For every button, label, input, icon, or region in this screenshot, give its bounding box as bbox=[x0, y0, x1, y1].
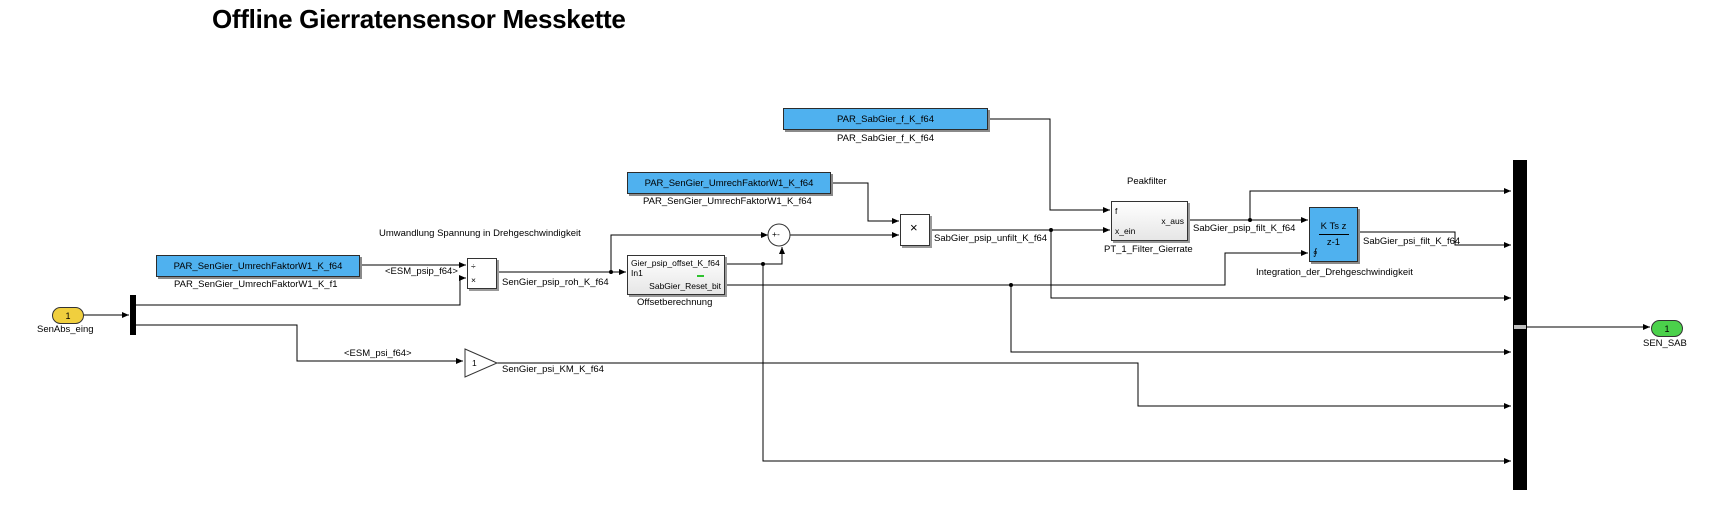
line-c3-filter bbox=[988, 118, 1110, 213]
offset-subsystem-label: Offsetberechnung bbox=[637, 297, 713, 308]
gain-block-shape bbox=[464, 348, 499, 378]
line-offset-sum bbox=[724, 247, 785, 265]
filter-port-f: f bbox=[1115, 206, 1118, 216]
integrator-block[interactable]: K Ts z z-1 ∮ bbox=[1309, 207, 1358, 262]
divide-sign-bottom: × bbox=[471, 275, 476, 285]
constant-label-c2: PAR_SenGier_UmrechFaktorW1_K_f64 bbox=[643, 196, 812, 207]
sum-signs: +- bbox=[772, 229, 780, 239]
filter-subsystem-label: PT_1_Filter_Gierrate bbox=[1104, 244, 1193, 255]
inport-block[interactable]: 1 bbox=[52, 307, 84, 324]
outport-number: 1 bbox=[1664, 323, 1670, 334]
line-reset-integrator bbox=[724, 250, 1308, 286]
offset-subsystem[interactable]: Gier_psip_offset_K_f64 In1 SabGier_Reset… bbox=[627, 255, 725, 295]
offset-port-in1: In1 bbox=[631, 268, 643, 278]
outport-block[interactable]: 1 bbox=[1651, 320, 1683, 337]
constant-label-c1: PAR_SenGier_UmrechFaktorW1_K_f1 bbox=[174, 279, 338, 290]
peakfilter-annotation: Peakfilter bbox=[1127, 176, 1167, 187]
conversion-annotation: Umwandlung Spannung in Drehgeschwindigke… bbox=[379, 228, 581, 239]
bus-select-psip: <ESM_psip_f64> bbox=[385, 266, 458, 277]
integrator-numerator: K Ts z bbox=[1320, 221, 1347, 232]
bus-select-psi: <ESM_psi_f64> bbox=[344, 348, 412, 359]
divide-sign-top: ÷ bbox=[471, 261, 476, 271]
integrator-label: Integration_der_Drehgeschwindigkeit bbox=[1256, 267, 1413, 278]
line-demux-divide bbox=[136, 275, 466, 306]
mux-indicator bbox=[1514, 325, 1526, 329]
diagram-title: Offline Gierratensensor Messkette bbox=[212, 4, 626, 34]
signal-label-filt: SabGier_psip_filt_K_f64 bbox=[1193, 223, 1296, 234]
line-offset-bus bbox=[762, 264, 1511, 464]
integrator-denominator: z-1 bbox=[1326, 237, 1341, 248]
line-integrator-bus bbox=[1357, 231, 1511, 248]
line-c2-product bbox=[832, 182, 899, 224]
filter-subsystem[interactable]: f x_ein x_aus bbox=[1111, 201, 1188, 241]
line-reset-bus bbox=[1010, 285, 1511, 355]
line-filt-bus bbox=[1249, 188, 1511, 220]
constant-block-c2[interactable]: PAR_SenGier_UmrechFaktorW1_K_f64 bbox=[627, 172, 831, 194]
filter-port-xein: x_ein bbox=[1115, 226, 1136, 236]
constant-block-c1[interactable]: PAR_SenGier_UmrechFaktorW1_K_f64 bbox=[156, 255, 360, 277]
demux-block[interactable] bbox=[130, 295, 136, 335]
line-roh-sum bbox=[610, 232, 768, 272]
signal-label-roh: SenGier_psip_roh_K_f64 bbox=[502, 277, 609, 288]
constant-label-c3: PAR_SabGier_f_K_f64 bbox=[837, 133, 934, 144]
inport-number: 1 bbox=[65, 310, 71, 321]
signal-label-psi-filt: SabGier_psi_filt_K_f64 bbox=[1363, 236, 1461, 247]
product-block[interactable]: × bbox=[900, 214, 930, 246]
divide-block[interactable]: ÷ × bbox=[467, 258, 497, 289]
sum-block-shape bbox=[767, 223, 791, 247]
offset-port-out2: SabGier_Reset_bit bbox=[649, 281, 721, 291]
constant-block-c3[interactable]: PAR_SabGier_f_K_f64 bbox=[783, 108, 988, 130]
branch-points bbox=[609, 218, 1252, 287]
integrator-reset-icon: ∮ bbox=[1313, 247, 1318, 257]
signal-label-psi-km: SenGier_psi_KM_K_f64 bbox=[502, 364, 604, 375]
inport-label: SenAbs_eing bbox=[37, 324, 94, 335]
gain-value: 1 bbox=[472, 358, 477, 368]
integrator-divider bbox=[1318, 234, 1349, 235]
line-unfilt-bus bbox=[1050, 230, 1511, 301]
signal-label-unfilt: SabGier_psip_unfilt_K_f64 bbox=[934, 233, 1048, 244]
offset-indicator bbox=[697, 275, 704, 277]
outport-label: SEN_SAB bbox=[1643, 338, 1687, 349]
line-demux-gain bbox=[136, 324, 463, 364]
product-sign: × bbox=[910, 220, 918, 235]
offset-port-out1: Gier_psip_offset_K_f64 bbox=[631, 258, 720, 268]
filter-port-xaus: x_aus bbox=[1161, 216, 1184, 226]
line-gain-bus bbox=[497, 362, 1511, 409]
